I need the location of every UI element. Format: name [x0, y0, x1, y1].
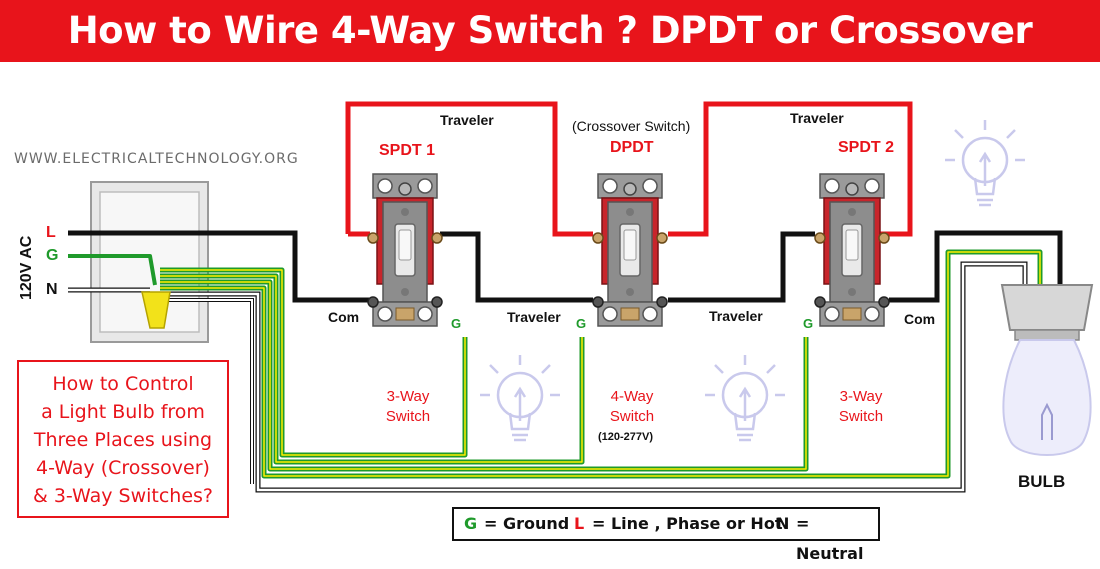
- spdt-2-switch-icon: [814, 173, 890, 327]
- traveler-wire-bottom-left: [440, 231, 593, 303]
- traveler-wire-top-left: [345, 101, 593, 237]
- four-way-label: 4-Way Switch: [609, 388, 655, 425]
- supply-voltage-label: 120V AC: [18, 235, 35, 300]
- crossover-caption: (Crossover Switch): [572, 118, 691, 134]
- legend: G = Ground L = Line , Phase or Hot N = N…: [452, 507, 880, 563]
- legend-ground-text: = Ground: [484, 514, 570, 533]
- traveler-wire-bottom-right: [668, 231, 815, 303]
- three-way-label-left: 3-Way Switch: [385, 388, 431, 425]
- ground-label: G: [46, 247, 59, 264]
- website-watermark: WWW.ELECTRICALTECHNOLOGY.ORG: [14, 151, 299, 167]
- ground-wires: [68, 249, 1043, 479]
- neutral-label: N: [46, 281, 58, 298]
- legend-ground-symbol: G: [464, 514, 478, 533]
- voltage-rating-label: (120-277V): [598, 431, 654, 443]
- traveler-label-top-left: Traveler: [440, 112, 494, 128]
- wire-nut-icon: [141, 291, 171, 329]
- page-title: How to Wire 4-Way Switch ? DPDT or Cross…: [67, 9, 1033, 114]
- traveler-label-bottom-left: Traveler: [507, 309, 561, 325]
- question-text: How to Control a Light Bulb from Three P…: [32, 373, 214, 507]
- three-way-label-right: 3-Way Switch: [838, 388, 884, 425]
- ghost-bulb-icon: [478, 353, 562, 442]
- ghost-bulb-icon: [943, 118, 1027, 207]
- ghost-bulb-icon: [703, 353, 787, 442]
- ground-screw-label-middle: G: [576, 316, 587, 331]
- spdt-1-label: SPDT 1: [379, 142, 436, 159]
- line-wire: [68, 230, 370, 303]
- neutral-wires: [68, 261, 1028, 493]
- wiring-diagram: [68, 101, 1094, 493]
- legend-line-symbol: L: [574, 514, 585, 533]
- legend-neutral-text: = Neutral: [796, 514, 864, 563]
- question-box: How to Control a Light Bulb from Three P…: [17, 360, 229, 518]
- traveler-label-bottom-right: Traveler: [709, 308, 763, 324]
- light-bulb-icon: [1000, 284, 1094, 456]
- dpdt-label: DPDT: [610, 139, 654, 156]
- com-label-right: Com: [904, 311, 936, 327]
- switch-leg-wire: [889, 230, 1063, 303]
- com-label-left: Com: [328, 309, 360, 325]
- bulb-label: BULB: [1018, 472, 1066, 491]
- traveler-wire-top-right: [668, 101, 913, 237]
- legend-neutral-symbol: N: [776, 514, 790, 533]
- spdt-2-label: SPDT 2: [838, 139, 895, 156]
- spdt-1-switch-icon: [367, 173, 443, 327]
- title-banner: [0, 0, 1100, 62]
- line-label: L: [46, 224, 56, 241]
- ground-screw-label-right: G: [803, 316, 814, 331]
- ground-screw-label-left: G: [451, 316, 462, 331]
- legend-line-text: = Line , Phase or Hot: [592, 514, 783, 533]
- dpdt-switch-icon: [592, 173, 668, 327]
- traveler-label-top-right: Traveler: [790, 110, 844, 126]
